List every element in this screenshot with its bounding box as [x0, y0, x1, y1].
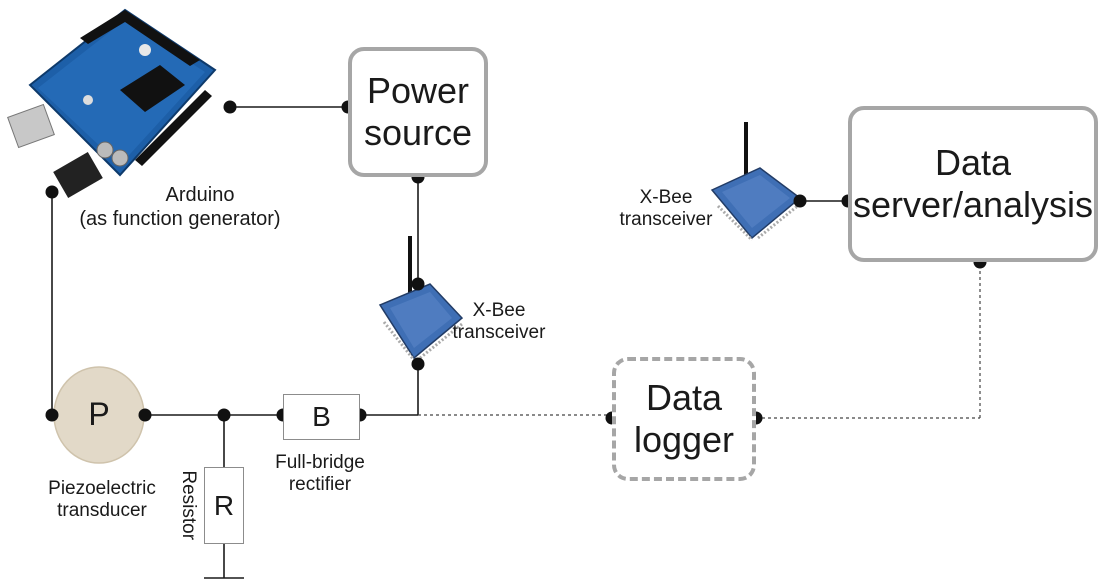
data-logger-box: Data logger: [612, 357, 756, 481]
data-logger-line2: logger: [633, 419, 735, 460]
xbee-local-line2: transceiver: [452, 322, 546, 344]
xbee-local-line1: X-Bee: [472, 300, 526, 321]
piezo-label-line2: transducer: [57, 500, 147, 522]
xbee-module-icon: [378, 236, 464, 361]
arduino-label-line2: (as function generator): [79, 207, 281, 230]
power-source-line2: source: [363, 112, 473, 153]
xbee-remote-label: X-Bee transceiver: [606, 187, 726, 232]
arduino-label: Arduino (as function generator): [60, 184, 300, 231]
xbee-remote-line1: X-Bee: [639, 187, 693, 208]
piezo-label-line1: Piezoelectric: [48, 478, 156, 499]
arduino-board-icon: [7, 8, 217, 198]
data-logger-line1: Data: [645, 377, 723, 418]
resistor-symbol: R: [213, 489, 235, 521]
xbee-remote-line2: transceiver: [619, 209, 713, 231]
rectifier-label-line2: rectifier: [288, 474, 352, 496]
xbee-local-label: X-Bee transceiver: [434, 300, 564, 345]
rectifier-label: Full-bridge rectifier: [250, 452, 390, 497]
rectifier-symbol: B: [312, 401, 331, 432]
power-source-box: Power source: [348, 47, 488, 177]
data-server-box: Data server/analysis: [848, 106, 1098, 262]
wires: [51, 106, 848, 578]
piezo-symbol: P: [88, 396, 110, 432]
arduino-label-line1: Arduino: [165, 184, 235, 206]
dotted-links: [418, 262, 981, 419]
piezo-label: Piezoelectric transducer: [22, 478, 182, 523]
resistor-box: R: [204, 467, 244, 544]
rectifier-box: B: [283, 394, 360, 440]
data-server-line2: server/analysis: [852, 184, 1094, 225]
resistor-label: Resistor: [178, 470, 200, 541]
junction-dots: [45, 100, 987, 425]
data-server-line1: Data: [934, 142, 1012, 183]
rectifier-label-line1: Full-bridge: [275, 452, 365, 473]
power-source-line1: Power: [366, 70, 470, 111]
